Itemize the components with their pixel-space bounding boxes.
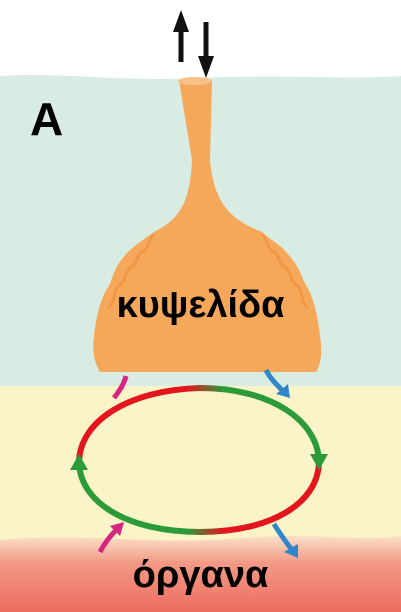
loop-bottom-arc bbox=[76, 461, 322, 536]
middle-layer bbox=[0, 386, 401, 546]
organ-layer bbox=[0, 536, 401, 612]
panel-label: A bbox=[30, 93, 64, 145]
magenta-arrow-top bbox=[111, 375, 129, 400]
loop-arrowhead-right bbox=[310, 454, 328, 470]
blue-arrow-bottom bbox=[271, 522, 298, 558]
magenta-arrow-bottom bbox=[97, 522, 124, 554]
loop-arrowhead-left bbox=[70, 454, 88, 470]
gland-scallops bbox=[106, 232, 310, 310]
blue-arrow-top bbox=[263, 368, 290, 398]
up-arrow-icon bbox=[173, 10, 189, 62]
duct-opening bbox=[178, 77, 212, 85]
organ-label: όργανα bbox=[132, 554, 269, 596]
gland-label: κυψελίδα bbox=[116, 284, 285, 326]
down-arrow-icon bbox=[198, 22, 214, 78]
gland-shape bbox=[93, 80, 322, 372]
loop-top-arc bbox=[76, 384, 322, 463]
